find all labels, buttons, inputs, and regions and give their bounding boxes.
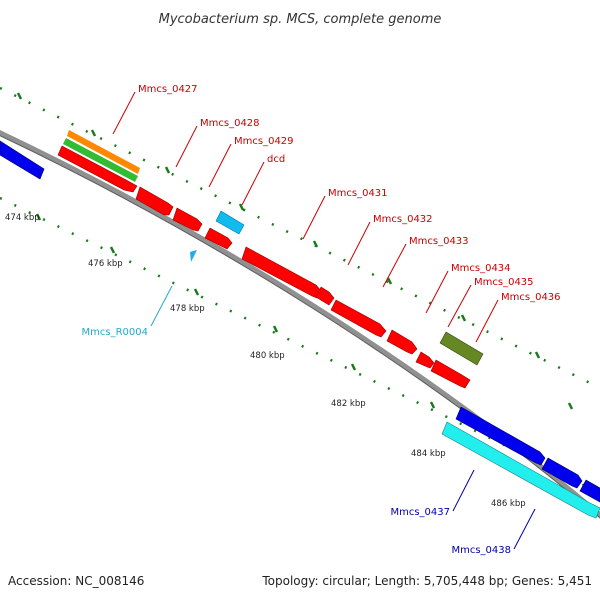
tick-label-480: 480 kbp <box>250 351 285 361</box>
tick-mark <box>16 92 23 100</box>
gene-label-mmcs-0437: Mmcs_0437 <box>390 507 450 518</box>
feature-mmcs-0438[interactable] <box>441 421 600 519</box>
tick-mark <box>164 166 171 174</box>
leader-mmcs-r0004 <box>150 285 173 327</box>
feature-mmcs-0427-bands[interactable] <box>63 130 140 182</box>
label-leaders <box>112 91 536 550</box>
feature-dcd[interactable] <box>204 227 233 250</box>
feature-mmcs-0437[interactable] <box>455 406 600 503</box>
tick-mark <box>429 401 436 409</box>
leader-mmcs-0427 <box>112 91 136 135</box>
tick-mark <box>193 288 200 296</box>
outer-track-guide <box>0 86 600 390</box>
map-title: Mycobacterium sp. MCS, complete genome <box>159 12 442 27</box>
leader-mmcs-0432 <box>347 221 371 266</box>
tick-labels: 474 kbp 476 kbp 478 kbp 480 kbp 482 kbp … <box>5 213 526 509</box>
leader-mmcs-0438 <box>513 508 536 550</box>
leader-mmcs-0429 <box>208 143 232 188</box>
leader-mmcs-0431 <box>302 195 326 240</box>
feature-mmcs-0432[interactable] <box>315 286 335 306</box>
feature-mmcs-0435[interactable] <box>415 351 435 369</box>
leader-mmcs-0433 <box>382 243 407 288</box>
tick-mark <box>312 240 319 248</box>
tick-label-486: 486 kbp <box>491 499 526 509</box>
leader-mmcs-0435 <box>447 284 472 328</box>
feature-mmcs-0433[interactable] <box>330 299 387 338</box>
tick-label-484: 484 kbp <box>411 449 446 459</box>
gene-label-mmcs-r0004: Mmcs_R0004 <box>82 327 148 338</box>
gene-label-mmcs-0438: Mmcs_0438 <box>451 545 511 556</box>
gene-label-mmcs-0436: Mmcs_0436 <box>501 292 561 303</box>
tick-label-474: 474 kbp <box>5 213 40 223</box>
gene-label-mmcs-0428: Mmcs_0428 <box>200 118 260 129</box>
tick-mark <box>567 402 574 410</box>
gene-label-dcd: dcd <box>267 154 285 165</box>
accession-text: Accession: NC_008146 <box>8 574 145 588</box>
leader-dcd <box>241 161 265 206</box>
track-guides <box>0 86 600 494</box>
tick-mark <box>238 203 245 211</box>
tick-mark <box>460 314 467 322</box>
gene-label-mmcs-0432: Mmcs_0432 <box>373 214 433 225</box>
leader-mmcs-0437 <box>452 469 475 512</box>
feature-mmcs-0429[interactable] <box>172 207 203 232</box>
genome-summary-text: Topology: circular; Length: 5,705,448 bp… <box>262 574 592 588</box>
tick-marks <box>16 92 588 491</box>
feature-mmcs-0428[interactable] <box>135 186 174 216</box>
tick-label-478: 478 kbp <box>170 304 205 314</box>
leader-mmcs-0436 <box>475 299 499 343</box>
tick-mark <box>386 277 393 285</box>
feature-mmcs-0436[interactable] <box>439 331 484 366</box>
gene-label-mmcs-0433: Mmcs_0433 <box>409 236 469 247</box>
gene-label-mmcs-0427: Mmcs_0427 <box>138 84 198 95</box>
feature-mmcs-0434[interactable] <box>386 329 418 355</box>
tick-label-482: 482 kbp <box>331 399 366 409</box>
tick-mark <box>350 363 357 371</box>
leader-mmcs-0434 <box>425 270 449 314</box>
feature-gene-left-blue[interactable] <box>0 140 45 180</box>
gene-label-mmcs-0435: Mmcs_0435 <box>474 277 534 288</box>
tick-mark <box>272 325 279 333</box>
feature-mmcs-r0004[interactable] <box>190 250 197 262</box>
feature-mmcs-0427[interactable] <box>57 145 138 193</box>
gene-label-mmcs-0434: Mmcs_0434 <box>451 263 511 274</box>
tick-label-476: 476 kbp <box>88 259 123 269</box>
feature-dcd-rna[interactable] <box>215 210 245 235</box>
tick-mark <box>534 351 541 359</box>
gene-label-mmcs-0431: Mmcs_0431 <box>328 188 388 199</box>
tick-mark <box>109 246 116 254</box>
tick-mark <box>90 129 97 137</box>
gene-label-mmcs-0429: Mmcs_0429 <box>234 136 294 147</box>
leader-mmcs-0428 <box>175 125 198 168</box>
tick-mark <box>35 213 42 221</box>
feature-mmcs-0431[interactable] <box>241 246 323 299</box>
gene-labels: Mmcs_0427 Mmcs_0428 Mmcs_0429 dcd Mmcs_0… <box>82 84 561 556</box>
feature-mmcs-0436-red[interactable] <box>430 359 471 389</box>
